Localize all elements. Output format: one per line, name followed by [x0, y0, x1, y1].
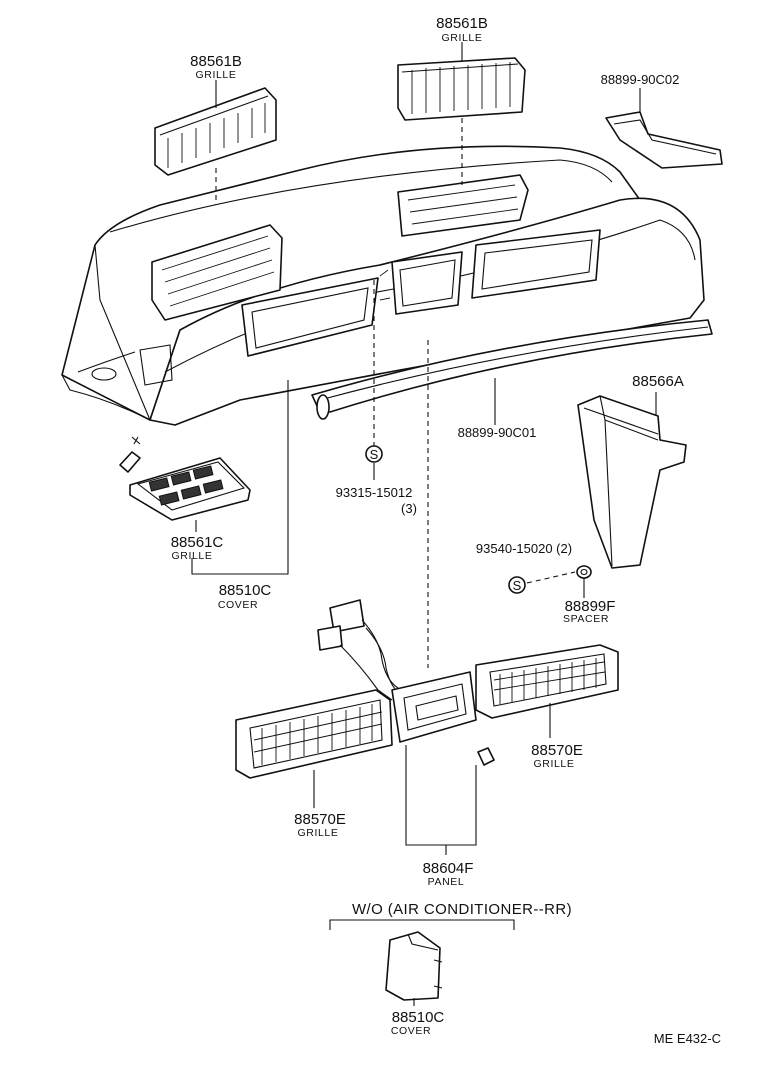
grille-88561b-left: [154, 87, 277, 205]
duct-housing: [61, 145, 705, 426]
labels: 88561B GRILLE 88561B GRILLE 88899-90C02 …: [171, 15, 721, 1046]
name-grille-left: GRILLE: [196, 69, 237, 81]
name-grille-center: GRILLE: [442, 32, 483, 44]
label-88570e-left: 88570E: [294, 811, 346, 828]
label-88561b-left: 88561B: [190, 53, 242, 70]
grille-88561b-center: [397, 57, 526, 185]
garnish-88899-90c01: [311, 319, 713, 420]
leader-lines: [191, 42, 657, 1006]
name-panel: PANEL: [428, 876, 465, 888]
screw-symbol: S: [513, 578, 522, 593]
duct-88566a: [577, 395, 687, 569]
label-88566a: 88566A: [632, 373, 684, 390]
grille-88570e-right: [475, 644, 619, 719]
name-grille-left-lower: GRILLE: [298, 827, 339, 839]
name-cover-small: COVER: [391, 1025, 431, 1037]
clip-lower: [477, 747, 495, 766]
label-88510c-main: 88510C: [219, 582, 272, 599]
label-93540-15020: 93540-15020 (2): [476, 541, 572, 556]
reference-code: ME E432-C: [654, 1031, 721, 1046]
label-93315-15012: 93315-15012: [336, 485, 413, 500]
label-88604f: 88604F: [423, 860, 474, 877]
label-88899-90c01: 88899-90C01: [458, 425, 537, 440]
label-88561b-center: 88561B: [436, 15, 488, 32]
screw-93540-15020: S: [508, 571, 576, 594]
condition-note: W/O (AIR CONDITIONER--RR): [352, 901, 572, 918]
panel-88604f: [391, 340, 477, 743]
name-cover-main: COVER: [218, 599, 258, 611]
cover-88510c-small: [385, 931, 443, 1001]
label-88561c: 88561C: [171, 534, 224, 551]
name-grille-right: GRILLE: [534, 758, 575, 770]
screw-symbol: S: [370, 447, 379, 462]
grille-88570e-left: [235, 689, 393, 779]
screw-93315-15012: S: [365, 280, 383, 463]
trim-88899-90c02: [605, 111, 723, 169]
grille-88561c: [129, 457, 251, 521]
wire-harness: [317, 599, 401, 701]
name-grille-small: GRILLE: [172, 550, 213, 562]
spacer-88899f: [576, 565, 592, 598]
name-spacer: SPACER: [563, 613, 609, 625]
label-88899f: 88899F: [565, 598, 616, 615]
label-88570e-right: 88570E: [531, 742, 583, 759]
label-88510c-small: 88510C: [392, 1009, 445, 1026]
label-93315-qty: (3): [401, 501, 417, 516]
clip-small: [119, 436, 141, 473]
label-88899-90c02: 88899-90C02: [601, 72, 680, 87]
